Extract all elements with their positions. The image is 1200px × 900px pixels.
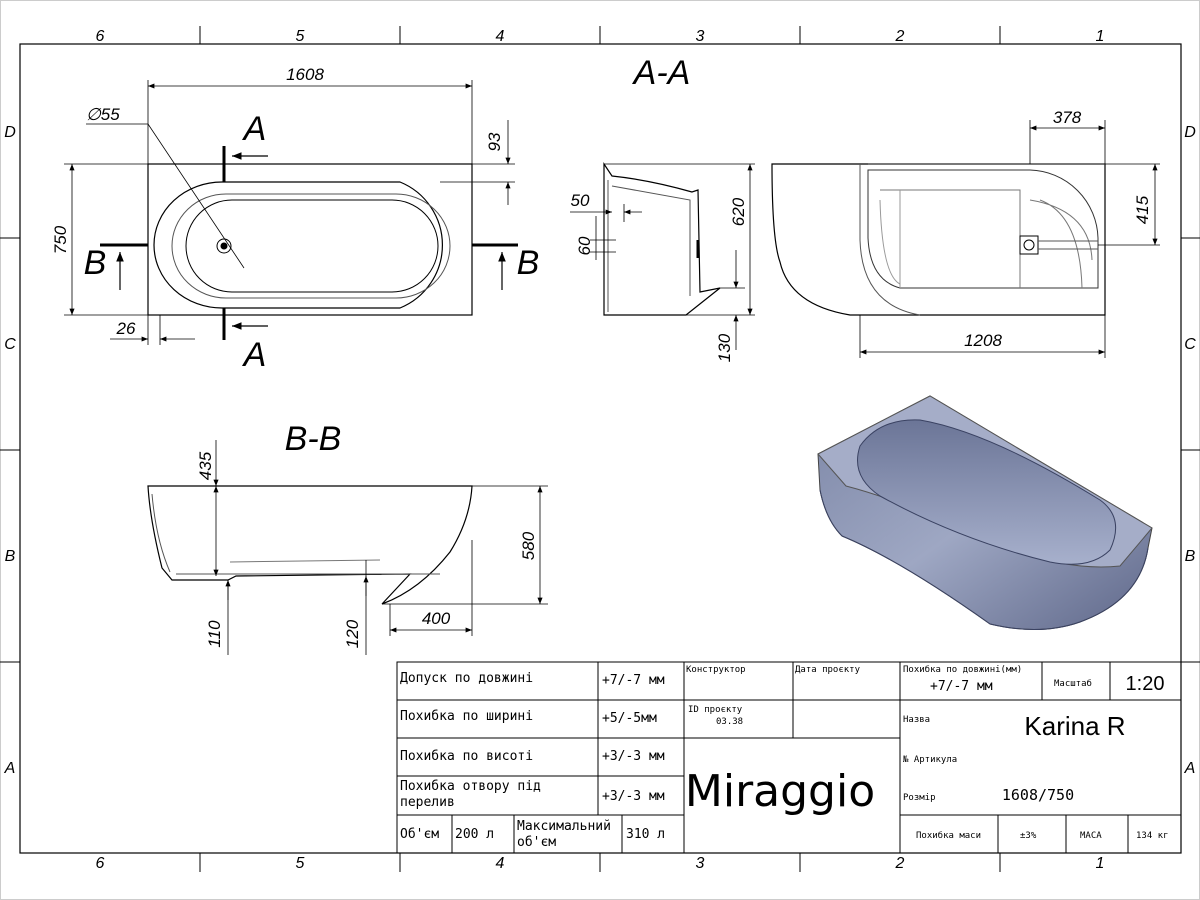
length-tol-label: Похибка по довжині(мм)	[903, 664, 1022, 675]
size-label: Розмір	[903, 793, 936, 803]
dim-wall-length: 1208	[964, 331, 1002, 350]
tol-width-label: Похибка по ширині	[400, 709, 533, 724]
dim-rim-width: 50	[571, 191, 590, 210]
back-view-labels: 378 415 1208	[964, 108, 1152, 350]
zone-col-label: 6	[96, 855, 105, 872]
mass-tol-value: ±3%	[1020, 831, 1037, 841]
tol-height-value: +3/-3 мм	[602, 749, 665, 764]
tol-length-value: +7/-7 мм	[602, 673, 665, 688]
max-volume-label: Максимальний	[517, 819, 611, 834]
scale-label: Масштаб	[1054, 678, 1092, 689]
zone-col-label: 3	[696, 855, 705, 872]
dim-drain-diameter: ∅55	[86, 105, 120, 124]
back-view	[771, 120, 1160, 358]
cut-label-b-right: B	[517, 244, 540, 282]
dim-depth: 435	[196, 451, 215, 480]
dim-top-offset: 93	[485, 132, 504, 151]
tol-overflow-label-2: перелив	[400, 795, 455, 810]
section-bb-labels: B-B 435 580 400 110 120	[196, 420, 538, 648]
zone-col-label: 5	[296, 28, 305, 45]
project-id-value: 03.38	[716, 717, 743, 727]
mass-tol-label: Похибка маси	[916, 830, 981, 841]
top-view-labels: 1608 750 ∅55 93 26 A A B B A-A	[51, 54, 690, 374]
section-aa-labels: 50 60 620 130	[571, 191, 748, 362]
section-aa-view	[570, 162, 755, 350]
mass-value: 134 кг	[1136, 831, 1169, 841]
designer-label: Конструктор	[686, 665, 746, 675]
dim-front-offset: 400	[422, 609, 451, 628]
max-volume-value: 310 л	[626, 827, 665, 842]
zone-row-label: B	[1185, 548, 1196, 565]
zone-col-label: 6	[96, 28, 105, 45]
dim-floor-height: 120	[343, 619, 362, 648]
zone-col-label: 1	[1096, 28, 1105, 45]
dim-rim-drop: 60	[575, 236, 594, 255]
tol-height-label: Похибка по висоті	[400, 749, 533, 764]
zone-row-label: C	[4, 336, 16, 353]
volume-value: 200 л	[455, 827, 494, 842]
zone-labels: 6 5 4 3 2 1 6 5 4 3 2 1 D C B A D C B A	[4, 28, 1197, 872]
top-view	[64, 80, 518, 345]
zone-col-label: 3	[696, 28, 705, 45]
dim-foot-height: 130	[715, 333, 734, 362]
bathtub-3d-render	[817, 395, 1153, 630]
zone-row-label: A	[1184, 760, 1196, 777]
dim-panel-length: 378	[1053, 108, 1082, 127]
tol-overflow-label: Похибка отвору під	[400, 779, 541, 794]
cut-label-a-bottom: A	[242, 336, 267, 374]
section-bb-view	[147, 440, 548, 655]
scale-value: 1:20	[1126, 673, 1165, 695]
dim-panel-height: 415	[1133, 195, 1152, 224]
project-id-label: ID проєкту	[688, 705, 743, 715]
dim-side-height: 620	[729, 197, 748, 226]
article-label: № Артикула	[902, 755, 957, 765]
zone-row-label: A	[4, 760, 16, 777]
drain-circle	[216, 238, 232, 254]
dim-width: 750	[51, 225, 70, 254]
tol-width-value: +5/-5мм	[602, 711, 657, 726]
zone-row-label: D	[1184, 124, 1196, 141]
volume-label: Об'єм	[400, 827, 439, 842]
length-tol-value: +7/-7 мм	[930, 679, 993, 694]
zone-col-label: 4	[496, 855, 505, 872]
zone-row-label: B	[5, 548, 16, 565]
zone-col-label: 2	[895, 855, 905, 872]
max-volume-label-2: об'єм	[517, 835, 556, 850]
section-aa-title: A-A	[632, 54, 691, 92]
section-bb-title: B-B	[285, 420, 342, 458]
dim-edge-offset: 26	[116, 319, 136, 338]
dim-total-height: 580	[519, 531, 538, 560]
zone-col-label: 1	[1096, 855, 1105, 872]
title-block-grid	[396, 661, 1182, 854]
zone-col-label: 2	[895, 28, 905, 45]
cut-label-b-left: B	[84, 244, 107, 282]
mass-label: МАСА	[1080, 831, 1102, 841]
zone-col-label: 5	[296, 855, 305, 872]
zone-row-label: C	[1184, 336, 1196, 353]
dim-length: 1608	[286, 65, 324, 84]
zone-col-label: 4	[496, 28, 505, 45]
product-name: Karina R	[1024, 711, 1125, 741]
title-block-text: Допуск по довжині +7/-7 мм Похибка по ши…	[400, 664, 1169, 850]
zone-row-label: D	[4, 124, 16, 141]
tol-length-label: Допуск по довжині	[400, 671, 533, 686]
size-value: 1608/750	[1002, 786, 1074, 804]
dim-drain-height: 110	[205, 620, 224, 648]
name-label: Назва	[903, 715, 930, 725]
brand-logo: Miraggio	[685, 766, 875, 817]
cut-label-a-top: A	[242, 110, 267, 148]
date-label: Дата проєкту	[795, 665, 861, 675]
tol-overflow-value: +3/-3 мм	[602, 789, 665, 804]
